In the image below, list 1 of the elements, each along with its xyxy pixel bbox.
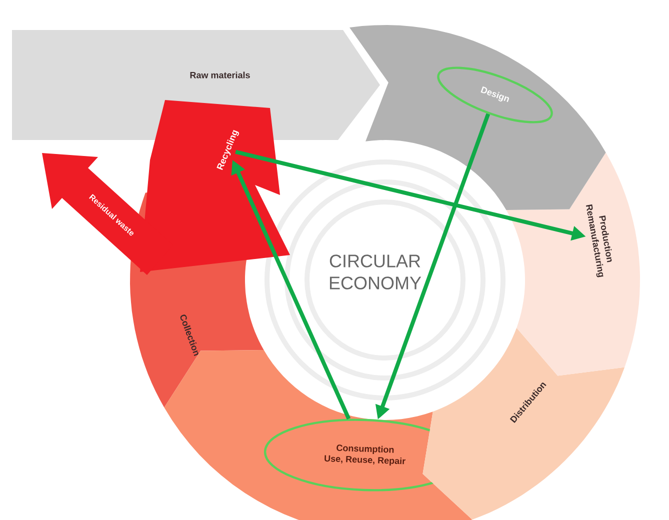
center-title: CIRCULAR ECONOMY [330, 254, 422, 290]
